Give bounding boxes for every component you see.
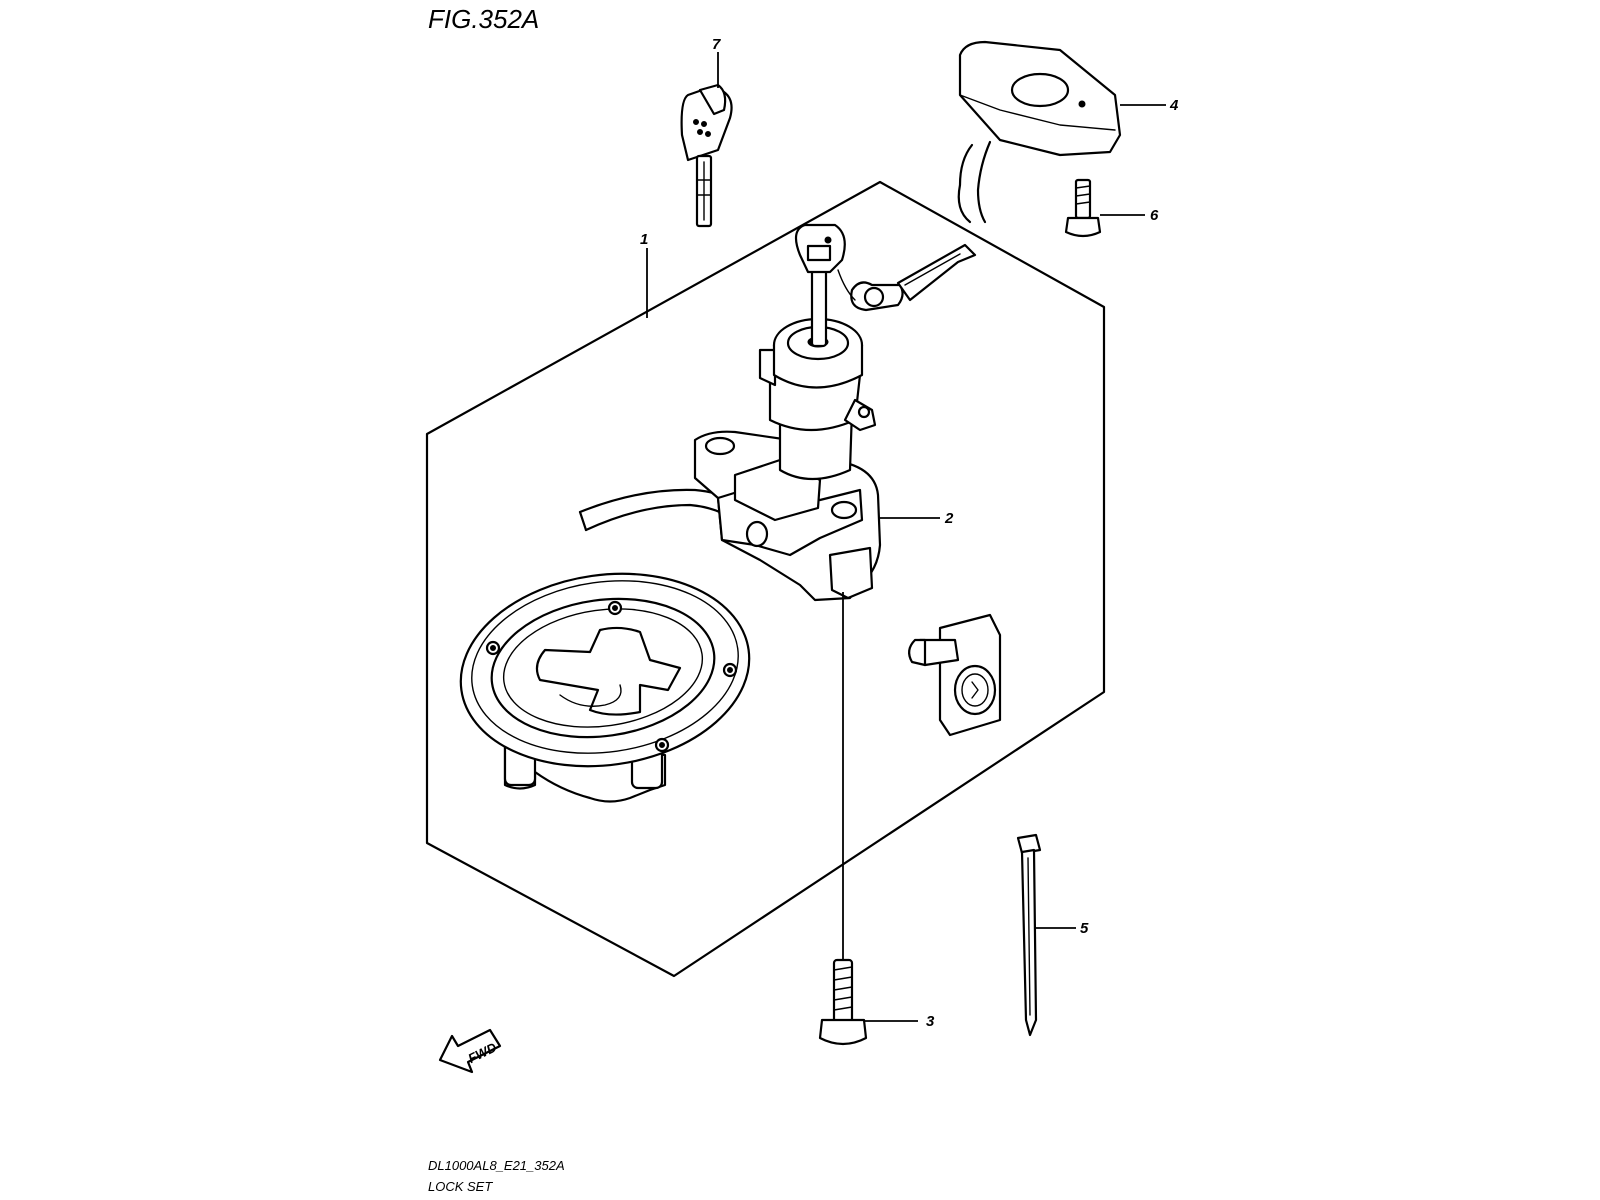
key	[680, 83, 733, 228]
callout-number-2: 2	[944, 510, 954, 527]
bolt-long	[818, 958, 868, 1046]
forward-direction-arrow: FWD	[438, 1028, 502, 1074]
callout-number-1: 1	[640, 231, 648, 248]
callout-number-5: 5	[1080, 920, 1089, 937]
callout-6: 6	[1100, 207, 1159, 224]
bolt-small	[1064, 178, 1102, 238]
callout-number-7: 7	[712, 36, 721, 53]
fuel-cap	[459, 572, 751, 803]
ignition-switch	[578, 223, 977, 602]
figure-title: FIG.352A	[428, 4, 539, 34]
callout-5: 5	[1034, 920, 1089, 937]
seat-lock	[908, 613, 1002, 737]
callout-2: 2	[878, 510, 954, 527]
callout-4: 4	[1120, 97, 1179, 114]
callout-7: 7	[712, 36, 721, 88]
callout-3: 3	[842, 592, 935, 1030]
cover	[957, 40, 1122, 224]
section-name: LOCK SET	[428, 1179, 493, 1194]
callout-1: 1	[640, 231, 648, 318]
cable-tie	[1016, 833, 1042, 1037]
callout-number-6: 6	[1150, 207, 1159, 224]
assembly-box-outline	[425, 180, 1106, 978]
drawing-code: DL1000AL8_E21_352A	[428, 1158, 565, 1173]
callout-number-3: 3	[926, 1013, 935, 1030]
callout-number-4: 4	[1169, 97, 1179, 114]
